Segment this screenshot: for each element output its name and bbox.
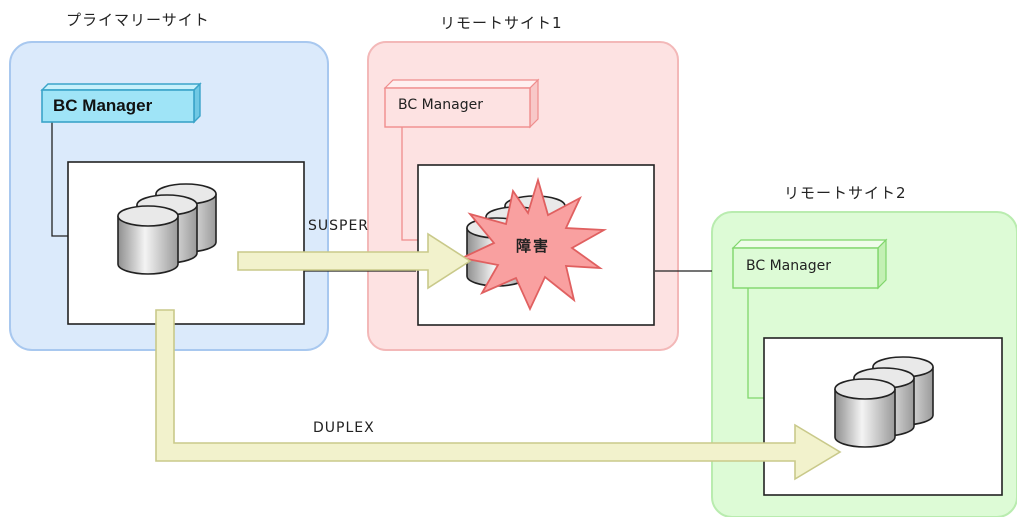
remote-site-1-title: リモートサイト1 (440, 14, 563, 32)
remote1-bc-manager-label: BC Manager (398, 97, 483, 113)
susper-status-label: SUSPER (308, 218, 370, 234)
explosion-burst-icon (459, 176, 608, 312)
remote1-bc-manager-box (383, 78, 540, 129)
remote2-bc-manager-label: BC Manager (746, 258, 831, 274)
primary-manager-connector (51, 120, 68, 237)
primary-site-title: プライマリーサイト (66, 11, 210, 29)
susper-arrow (237, 232, 472, 290)
remote2-bc-manager-box (731, 238, 888, 290)
primary-bc-manager-label: BC Manager (53, 96, 153, 115)
remote2-manager-connector (747, 288, 764, 399)
primary-bc-manager-box (40, 82, 202, 124)
failure-label: 障害 (516, 237, 551, 255)
remote1-manager-connector (401, 127, 418, 241)
duplex-status-label: DUPLEX (313, 420, 375, 436)
duplex-arrow (155, 309, 842, 481)
remote-site-2-title: リモートサイト2 (784, 184, 907, 202)
